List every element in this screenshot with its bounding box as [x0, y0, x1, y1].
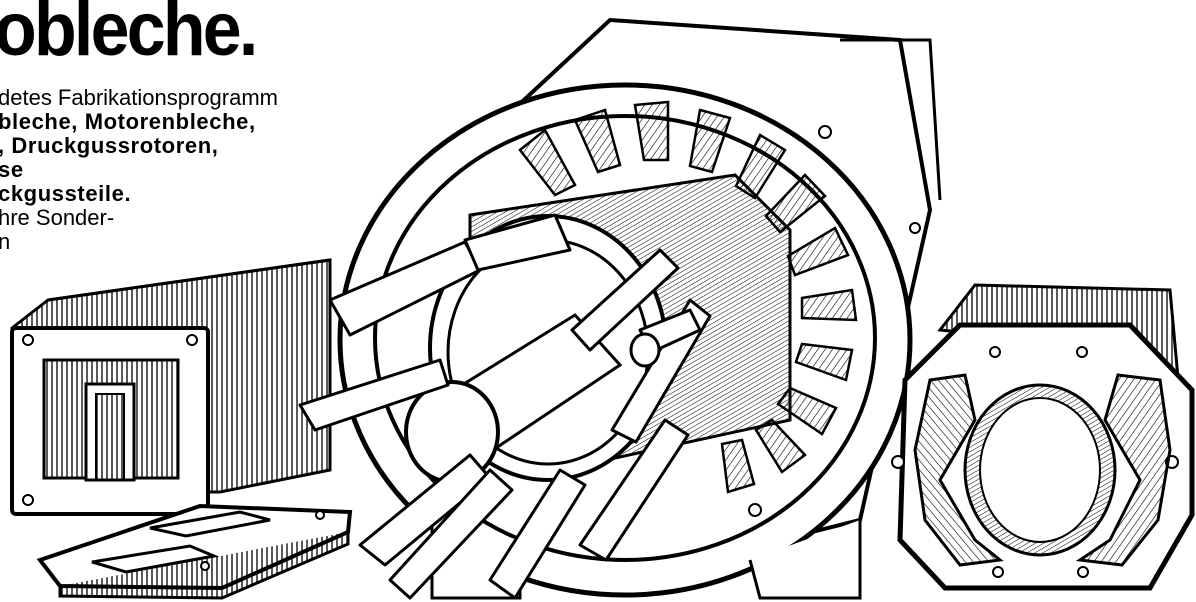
- body-line: hre Sonder-: [0, 205, 115, 230]
- lamination-plates-drawing: [36, 503, 353, 600]
- body-copy: detes Fabrikationsprogramm bleche, Motor…: [0, 86, 278, 254]
- body-line: ckgussteile.: [0, 181, 132, 206]
- body-line: detes Fabrikationsprogramm: [0, 85, 279, 110]
- motor-drawing: [298, 17, 942, 600]
- body-line: se: [0, 157, 24, 182]
- transformer-core-drawing: [10, 258, 332, 516]
- stator-lamination-drawing: [891, 283, 1195, 591]
- body-line: bleche, Motorenbleche,: [0, 109, 256, 134]
- body-line: n: [0, 229, 11, 254]
- body-line: , Druckgussrotoren,: [0, 133, 219, 158]
- headline: obleche.: [0, 0, 258, 72]
